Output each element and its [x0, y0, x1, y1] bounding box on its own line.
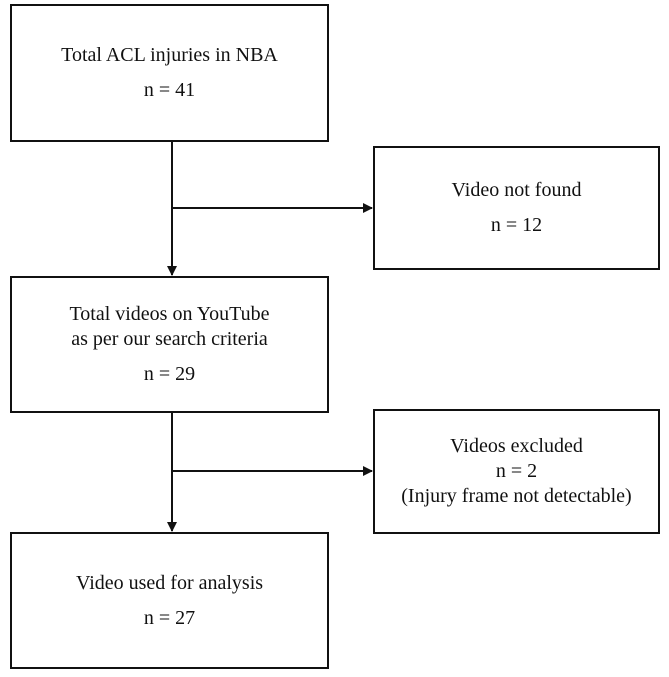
node-total-acl-injuries: Total ACL injuries in NBA n = 41: [10, 4, 329, 142]
node-video-not-found: Video not found n = 12: [373, 146, 660, 270]
node-label: Video used for analysis: [75, 571, 264, 594]
node-label: Total ACL injuries in NBA: [61, 44, 278, 66]
node-count: n = 2: [495, 460, 538, 482]
node-label: Video not found: [451, 179, 582, 201]
node-video-used-for-analysis: Video used for analysis n = 27: [10, 532, 329, 669]
node-count: n = 27: [143, 606, 196, 629]
node-note: (Injury frame not detectable): [401, 485, 632, 507]
node-count: n = 29: [143, 363, 196, 385]
node-label: Videos excluded: [450, 435, 583, 457]
node-label-line-1: Total videos on YouTube: [69, 303, 270, 325]
node-label-line-2: as per our search criteria: [71, 328, 268, 350]
node-total-videos-youtube: Total videos on YouTube as per our searc…: [10, 276, 329, 413]
node-count: n = 12: [490, 214, 543, 236]
node-count: n = 41: [143, 79, 196, 101]
node-videos-excluded: Videos excluded n = 2 (Injury frame not …: [373, 409, 660, 534]
